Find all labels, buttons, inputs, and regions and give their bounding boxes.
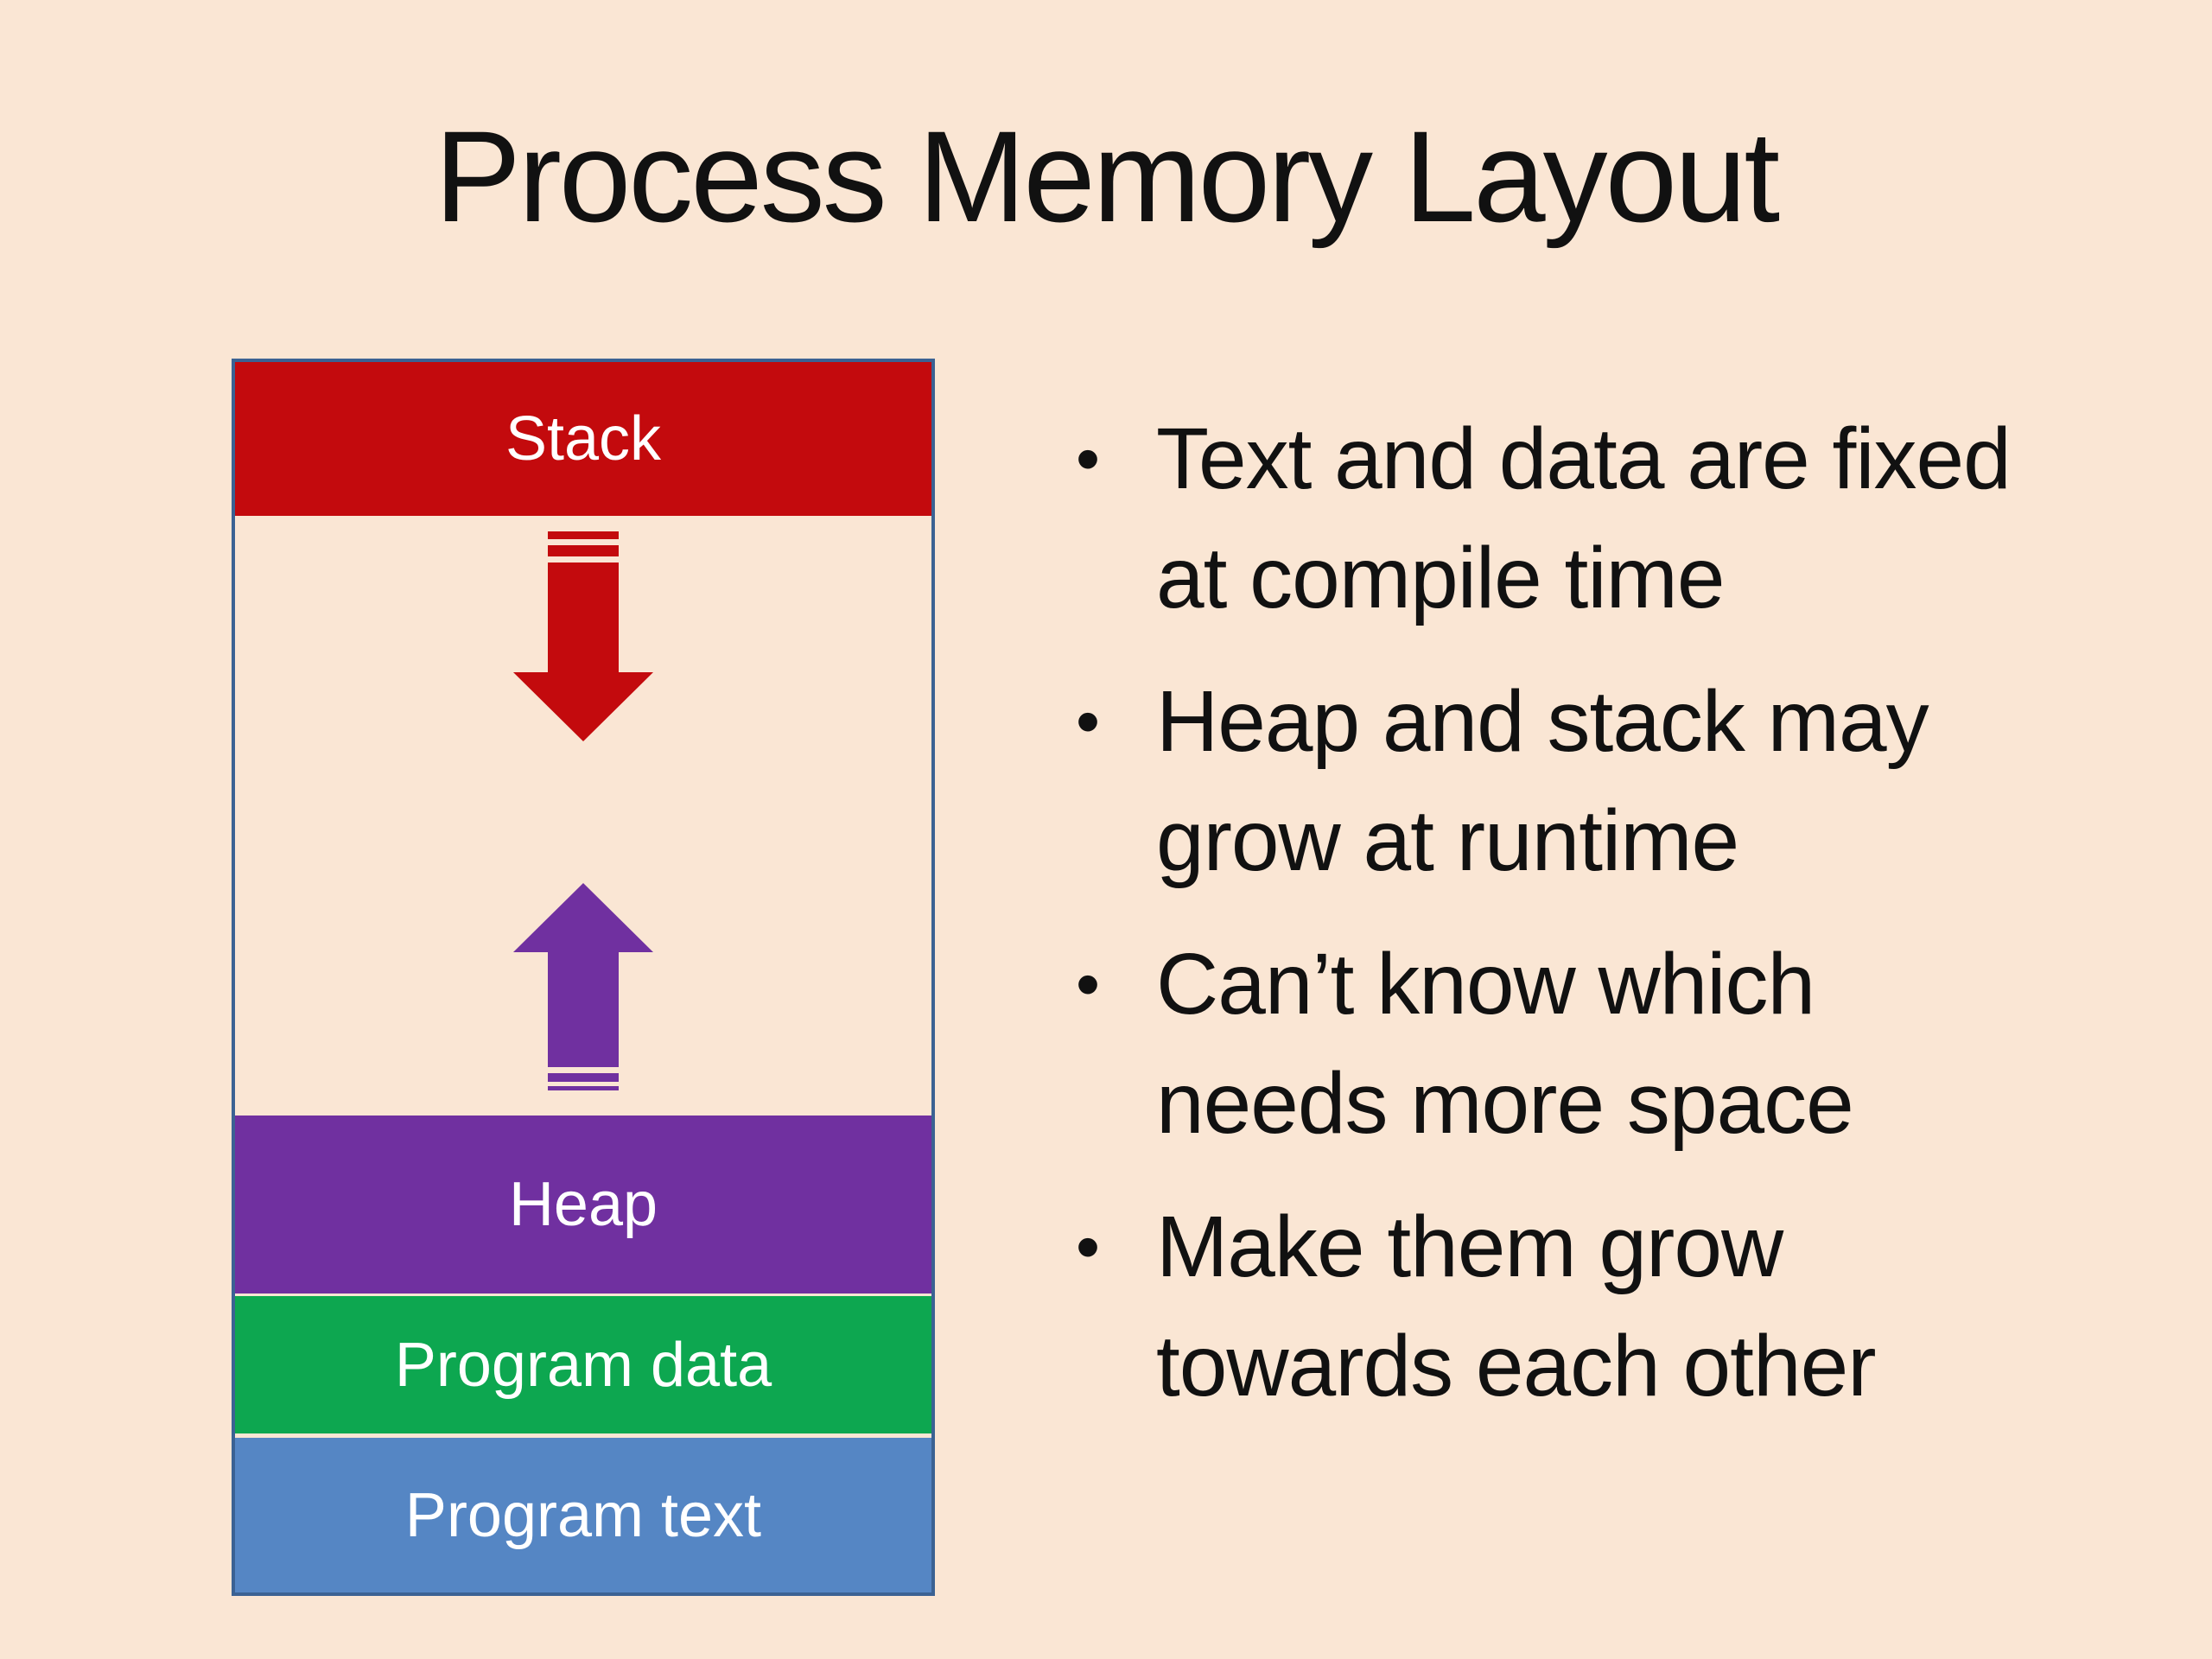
bullet-marker: • [1076, 683, 1100, 760]
bullet-item-3: • Can’t know which needs more space [1076, 925, 2139, 1163]
bullet-line: Make them grow [1156, 1198, 1783, 1295]
bullet-text: Can’t know which needs more space [1156, 925, 2139, 1163]
bullet-marker: • [1076, 1208, 1100, 1285]
bullet-marker: • [1076, 420, 1100, 497]
bullet-marker: • [1076, 945, 1100, 1022]
bullet-line: Heap and stack may [1156, 673, 1929, 770]
bullet-text: Text and data are fixed at compile time [1156, 399, 2139, 638]
memory-layout-diagram: Stack Heap Program data Pro [232, 359, 935, 1596]
bullet-line: Text and data are fixed [1156, 410, 2012, 507]
stack-block: Stack [235, 362, 931, 516]
program-data-label: Program data [394, 1330, 772, 1400]
bullet-item-4: • Make them grow towards each other [1076, 1187, 2139, 1426]
slide-title: Process Memory Layout [434, 104, 1780, 249]
bullet-text: Make them grow towards each other [1156, 1187, 2139, 1426]
stack-label: Stack [505, 404, 662, 474]
bullet-item-1: • Text and data are fixed at compile tim… [1076, 399, 2139, 638]
stack-growth-down-arrow-icon [513, 531, 653, 741]
heap-growth-up-arrow-icon [513, 883, 653, 1090]
program-text-block: Program text [235, 1438, 931, 1592]
bullet-line: at compile time [1156, 530, 1725, 626]
bullet-line: towards each other [1156, 1318, 1877, 1414]
bullet-line: needs more space [1156, 1055, 1854, 1152]
bullet-list: • Text and data are fixed at compile tim… [1076, 399, 2139, 1450]
bullet-line: grow at runtime [1156, 792, 1739, 889]
up-arrow-shape [513, 883, 653, 1090]
bullet-item-2: • Heap and stack may grow at runtime [1076, 662, 2139, 900]
down-arrow-shape [513, 531, 653, 741]
program-text-label: Program text [404, 1480, 762, 1550]
heap-label: Heap [508, 1170, 658, 1239]
heap-block: Heap [235, 1116, 931, 1294]
program-data-block: Program data [235, 1296, 931, 1433]
bullet-text: Heap and stack may grow at runtime [1156, 662, 2139, 900]
bullet-line: Can’t know which [1156, 936, 1815, 1033]
